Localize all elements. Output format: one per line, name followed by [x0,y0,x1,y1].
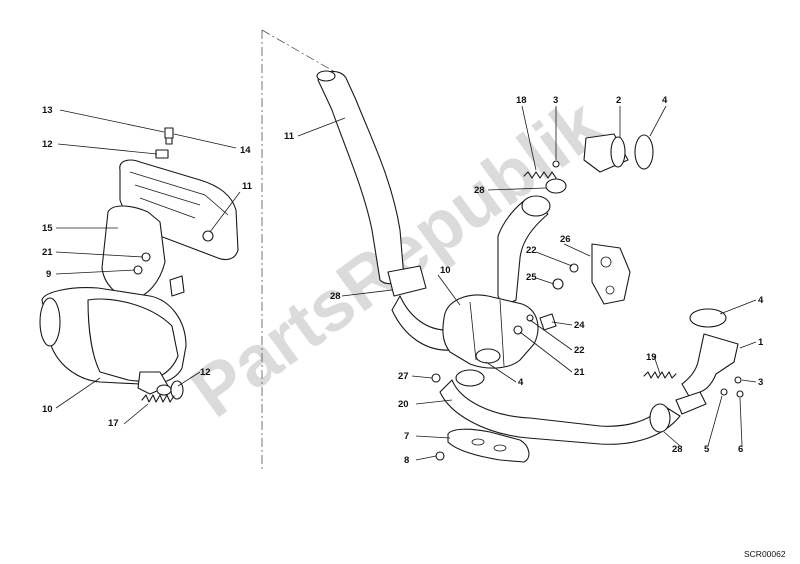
callout-2: 2 [616,95,621,106]
clamp-27 [387,265,427,297]
callout-23: 24 [574,320,585,331]
drawing-code: SCR00062 [744,549,786,559]
callout-26: 27 [398,371,409,382]
callout-labels: 13 12 14 11 15 21 9 10 17 12 11 10 28 18… [42,95,764,466]
callout-8: 8 [404,455,409,466]
spring-19-center [643,371,677,379]
callout-17: 14 [240,145,251,156]
bolt-21-left [141,252,151,262]
callout-18: 15 [42,223,53,234]
bolt-14 [202,230,214,242]
pipe-28-ring-lower [649,403,671,433]
ring-28-upper [545,178,567,194]
callout-27: 28 [330,291,341,302]
callout-20: 20 [398,399,409,410]
bolt-26 [431,373,441,383]
callout-22-low: 22 [574,345,585,356]
callout-5: 5 [704,444,710,455]
bolt-22 [569,263,579,273]
header-pipe-1 [681,333,739,399]
gasket-2 [610,136,626,168]
spring-19-upper [523,171,557,179]
callout-7: 7 [404,431,409,442]
screw-8 [435,451,445,461]
callout-21-left: 21 [42,247,53,258]
callout-28-low: 28 [672,444,683,455]
callout-9: 9 [46,269,51,280]
gasket-4-upper [634,134,654,170]
callout-13: 10 [42,404,53,415]
callout-3-top: 3 [553,95,558,106]
silencer-outlet [39,297,61,347]
callout-28-top: 28 [474,185,485,196]
callout-14: 11 [242,181,253,192]
spacer-24 [552,278,564,290]
heat-guard-upper [101,205,166,301]
pipe-28-ring-upper [521,195,551,217]
callout-19-left: 17 [108,418,119,429]
callout-16: 13 [42,105,53,116]
nut-6 [736,390,744,398]
callout-10: 10 [440,265,451,276]
callout-19-top: 18 [516,95,527,106]
callout-4-right: 4 [758,295,764,306]
callout-21-right: 21 [574,367,585,378]
screw-16 [164,127,174,145]
callout-4-mid: 4 [518,377,524,388]
nut-9 [133,265,143,275]
callout-1: 1 [758,337,764,348]
callout-15: 12 [42,139,53,150]
bracket-25 [591,243,631,305]
section-divider-line [261,29,336,470]
bolt-5 [720,388,728,396]
callout-4-top: 4 [662,95,668,106]
gasket-12 [170,380,184,400]
heat-shield-7 [447,428,530,463]
callout-11: 11 [284,131,295,142]
bolt-22-lower [526,314,534,322]
callout-3-right: 3 [758,377,763,388]
gasket-4-right [689,308,727,328]
callout-22-top: 22 [526,245,537,256]
rear-silencer-assembly [39,127,239,403]
grommet-23 [539,313,557,331]
callout-24: 25 [526,272,537,283]
stud-3 [552,160,560,168]
spring-19-left [141,394,175,403]
crossover-pipe-20 [439,379,681,445]
nut-3-right [734,376,742,384]
callout-12: 12 [200,367,211,378]
callout-19-center: 19 [646,352,657,363]
callout-25: 26 [560,234,571,245]
leader-lines [55,105,757,461]
collector-10 [442,294,539,369]
gasket-4-lower [475,348,501,364]
callout-6: 6 [738,444,743,455]
washer-15 [155,149,169,159]
